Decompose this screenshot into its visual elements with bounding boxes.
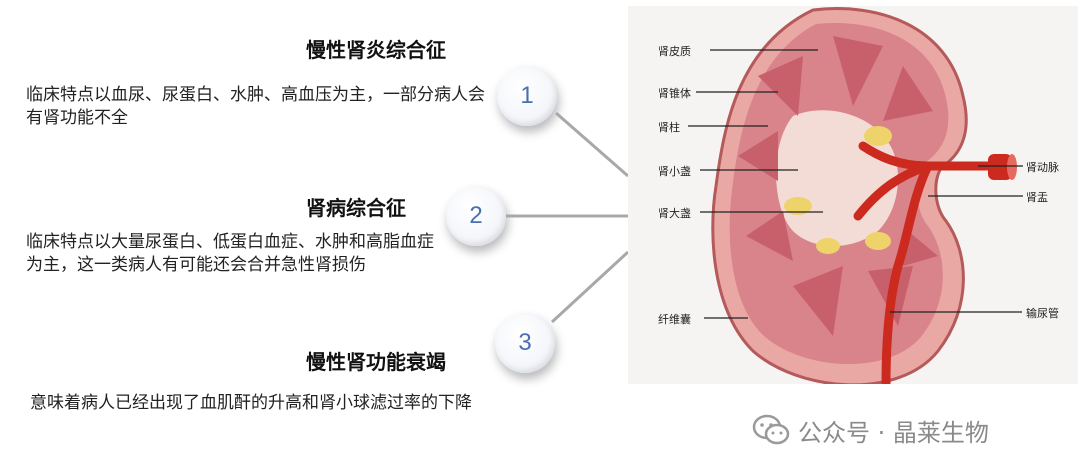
label-ureter: 输尿管: [1026, 307, 1059, 320]
label-minor-calyx: 肾小盏: [658, 165, 691, 178]
item-2-title: 肾病综合征: [306, 196, 406, 220]
watermark: 公众号 · 晶莱生物: [752, 412, 989, 448]
connector-line-3: [550, 250, 630, 324]
label-major-calyx: 肾大盏: [658, 207, 691, 220]
kidney-illustration: [688, 7, 1023, 389]
label-renal-cortex: 肾皮质: [658, 45, 691, 58]
item-3-title: 慢性肾功能衰竭: [306, 350, 446, 374]
item-2-number: 2: [469, 202, 483, 229]
item-2-number-badge: 2: [446, 186, 506, 246]
item-3-number-badge: 3: [495, 313, 555, 373]
wechat-icon: [752, 414, 790, 445]
kidney-diagram: 肾皮质 肾锥体 肾柱 肾小盏 肾大盏 纤维囊 肾动脉 肾盂 输尿管: [628, 6, 1078, 389]
item-2-description: 临床特点以大量尿蛋白、低蛋白血症、水肿和高脂血症为主，这一类病人有可能还会合并急…: [26, 232, 434, 275]
item-3-description: 意味着病人已经出现了血肌酐的升高和肾小球滤过率的下降: [30, 393, 472, 413]
label-renal-pelvis: 肾盂: [1026, 191, 1048, 204]
item-1-number-badge: 1: [497, 66, 557, 126]
item-1-number: 1: [520, 82, 534, 109]
item-3-number: 3: [518, 329, 532, 356]
connector-line-1: [555, 111, 629, 178]
label-renal-artery: 肾动脉: [1026, 161, 1059, 174]
label-renal-pyramid: 肾锥体: [658, 87, 691, 100]
watermark-text: 公众号 · 晶莱生物: [798, 418, 989, 447]
label-fibrous-capsule: 纤维囊: [658, 313, 691, 326]
label-renal-column: 肾柱: [658, 121, 680, 134]
item-1-title: 慢性肾炎综合征: [306, 38, 446, 62]
item-1-description: 临床特点以血尿、尿蛋白、水肿、高血压为主，一部分病人会有肾功能不全: [26, 85, 485, 128]
